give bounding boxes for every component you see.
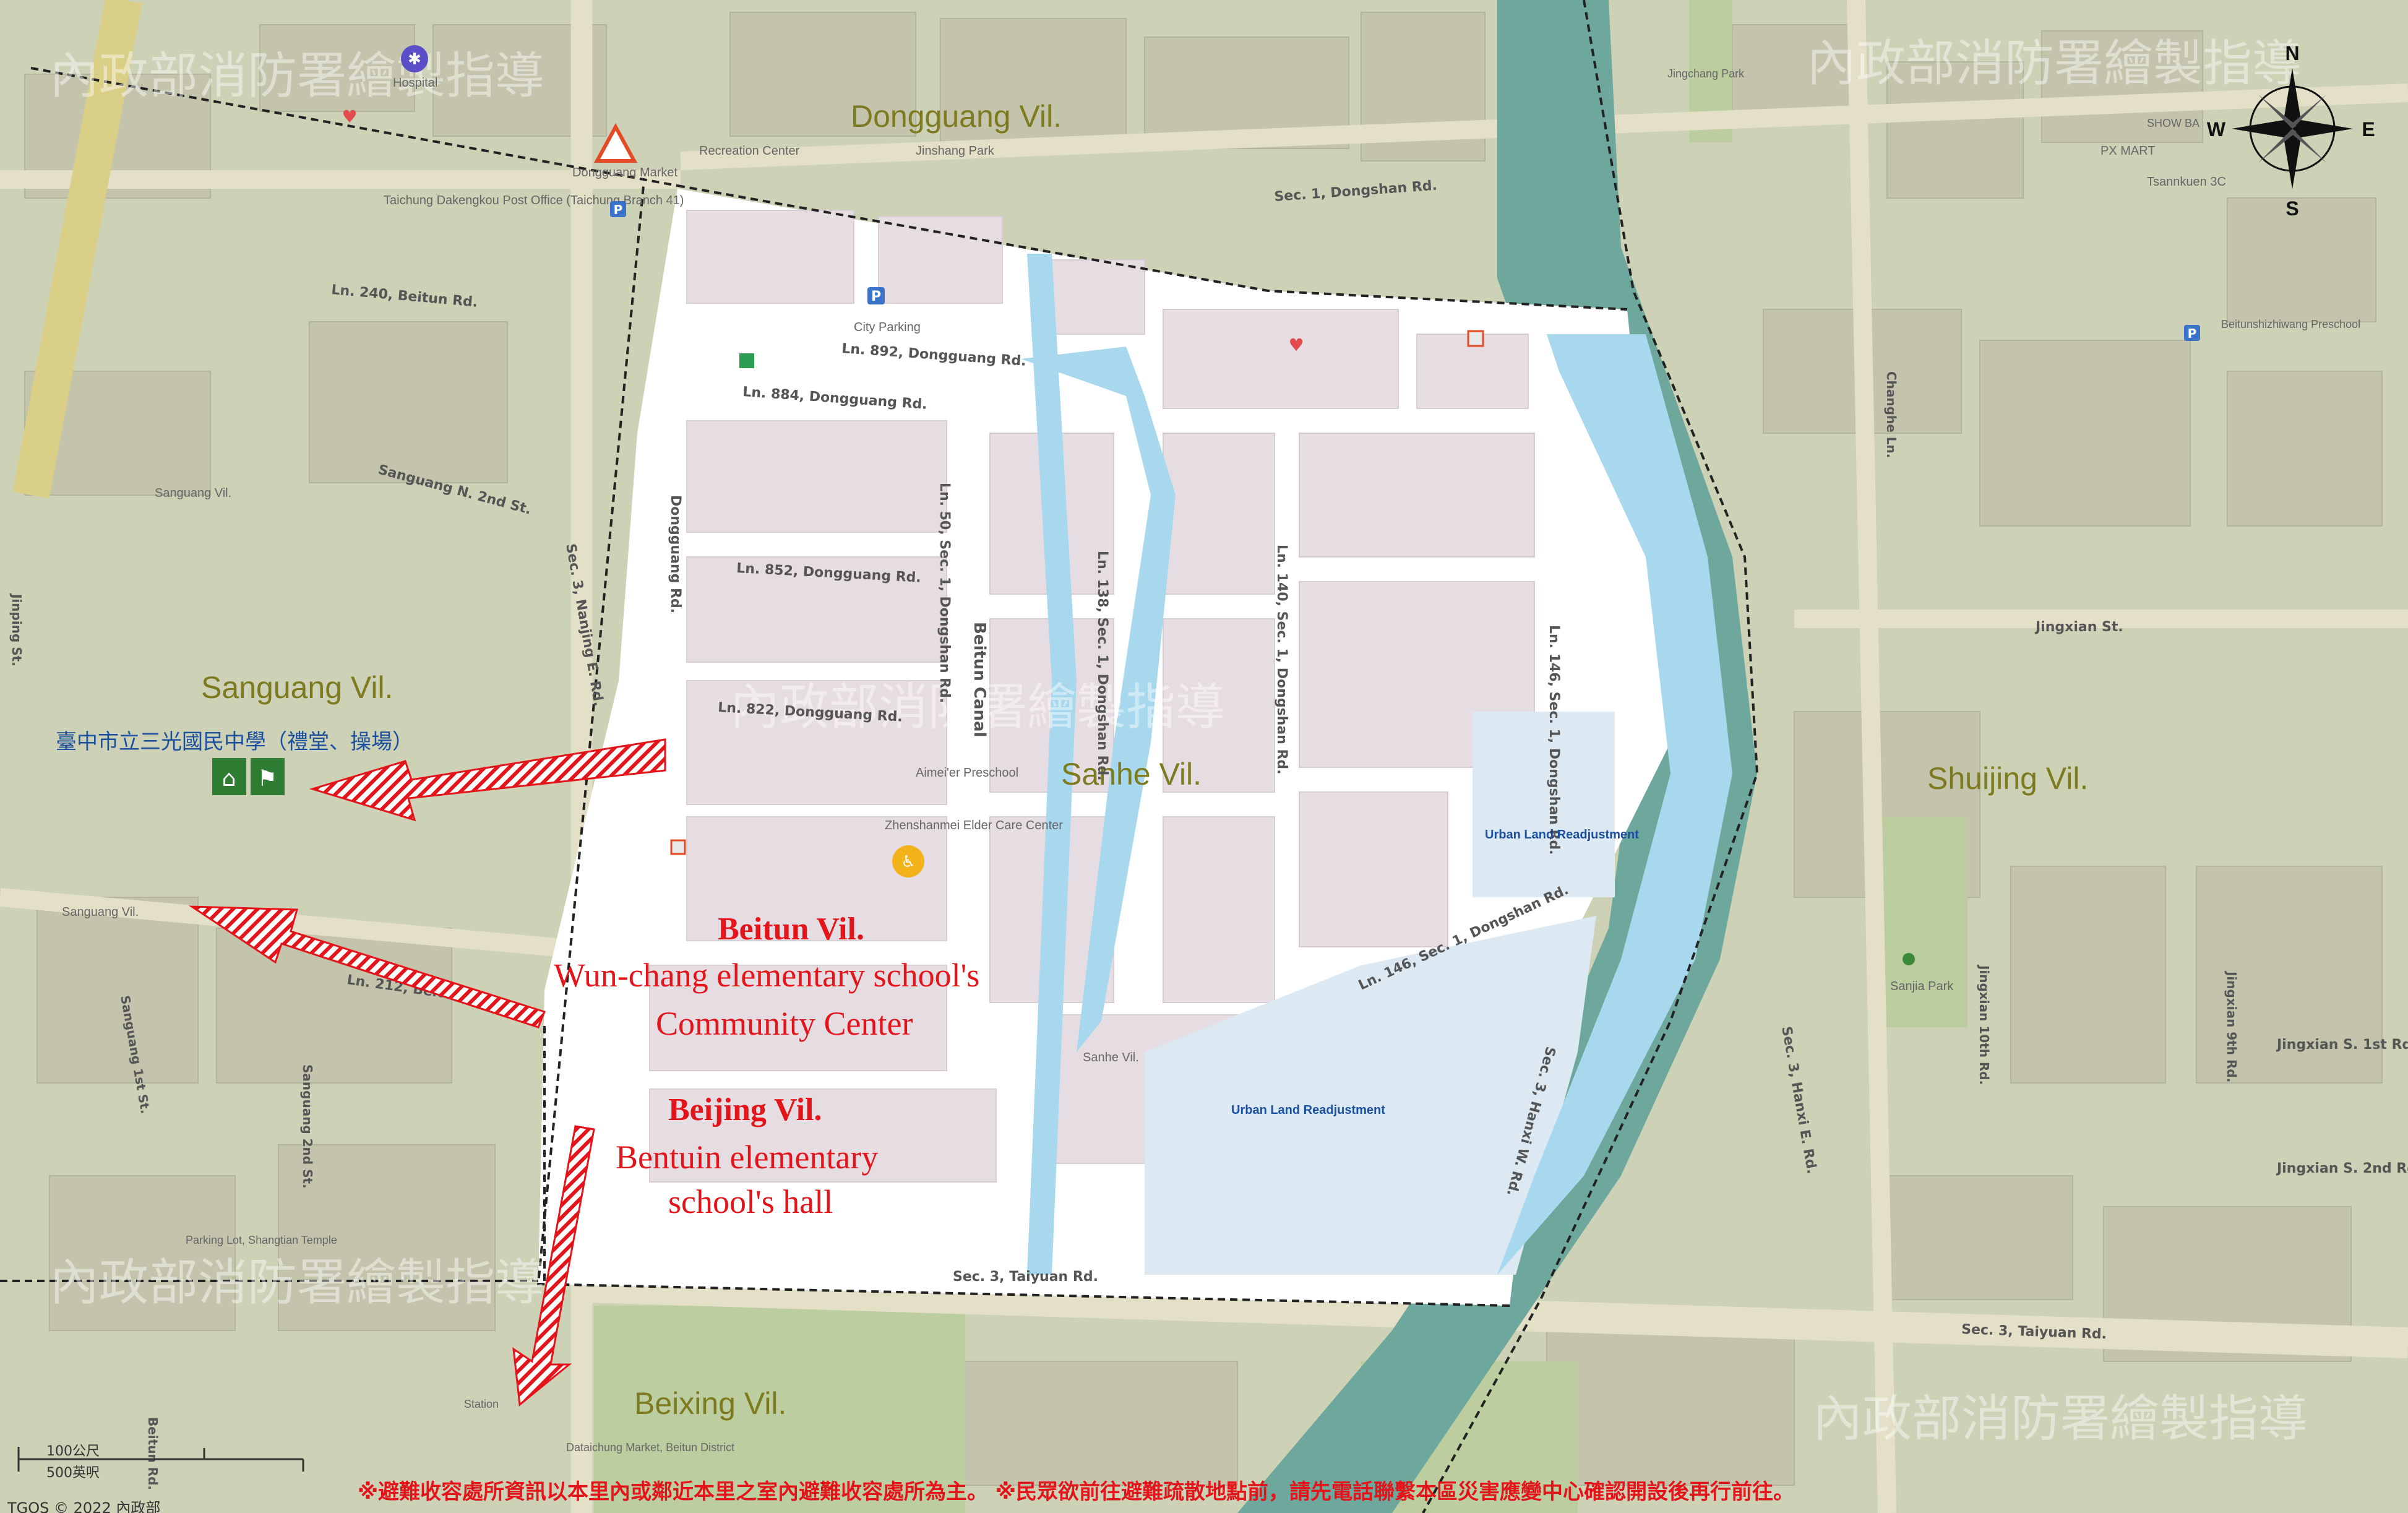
copyright: TGOS © 2022 內政部 xyxy=(7,1499,160,1513)
watermark-center: 內政部消防署繪製指導 xyxy=(730,678,1225,736)
parking-icon-east: P xyxy=(2184,325,2200,341)
village-label-sanguang-small-1: Sanguang Vil. xyxy=(155,486,231,500)
evacuation-arrow-sanguang-jhs xyxy=(309,738,666,822)
tree-icon xyxy=(1903,953,1915,965)
canal-label: Beitun Canal xyxy=(970,622,989,737)
poi-dataichung: Dataichung Market, Beitun District xyxy=(566,1441,734,1454)
svg-text:♥: ♥ xyxy=(1288,335,1304,355)
road-jingxian: Jingxian St. xyxy=(2034,619,2123,635)
shelter-beijing-vil: Beijing Vil. xyxy=(668,1092,822,1127)
compass-s: S xyxy=(2285,197,2298,220)
compass-e: E xyxy=(2362,118,2375,140)
poi-aimeier: Aimei'er Preschool xyxy=(916,766,1018,780)
village-label-sanhe-small: Sanhe Vil. xyxy=(1083,1051,1139,1064)
beitun-canal xyxy=(1027,254,1077,1275)
road-dongguang: Dongguang Rd. xyxy=(668,495,683,613)
compass-n: N xyxy=(2285,42,2299,64)
scale-imperial: 500英呎 xyxy=(46,1465,100,1481)
shelter-beitun-vil: Beitun Vil. xyxy=(718,912,864,947)
scale-bar: 100公尺 500英呎 xyxy=(17,1444,304,1481)
poi-showba: SHOW BA xyxy=(2147,117,2199,129)
evacuation-arrow-beixing xyxy=(512,1125,595,1407)
road-ln146-vertical: Ln. 146, Sec. 1, Dongshan Rd. xyxy=(1546,625,1562,855)
poi-tsannkuen: Tsannkuen 3C xyxy=(2147,175,2226,189)
compass-w: W xyxy=(2207,118,2226,140)
road-jingxian-s1: Jingxian S. 1st Rd. xyxy=(2276,1037,2408,1053)
road-jinping: Jinping St. xyxy=(9,593,24,666)
scale-metric: 100公尺 xyxy=(46,1444,100,1459)
poi-parking-shangtian: Parking Lot, Shangtian Temple xyxy=(186,1234,337,1246)
road-ln140: Ln. 140, Sec. 1, Dongshan Rd. xyxy=(1274,545,1289,775)
poi-post-office: Taichung Dakengkou Post Office (Taichung… xyxy=(384,194,684,207)
road-jingxian-s2: Jingxian S. 2nd Rd. xyxy=(2276,1161,2408,1176)
convenience-store-icon-west xyxy=(670,839,686,855)
svg-text:⚑: ⚑ xyxy=(257,766,277,791)
shelter-hall: school's hall xyxy=(668,1183,833,1220)
village-boundary xyxy=(536,184,1628,1307)
village-label-beixing: Beixing Vil. xyxy=(634,1386,786,1421)
hospital-icon: ✱ xyxy=(401,45,428,72)
poi-urban-2: Urban Land Readjustment xyxy=(1231,1103,1385,1117)
village-label-sanguang-small-2: Sanguang Vil. xyxy=(62,905,139,919)
village-label-dongguang: Dongguang Vil. xyxy=(851,99,1062,134)
shelter-school-icons: ⌂ ⚑ xyxy=(212,758,285,795)
svg-text:⌂: ⌂ xyxy=(222,766,236,791)
river-channel xyxy=(1497,334,1732,1275)
shelter-wunchang: Wun-chang elementary school's xyxy=(554,957,979,994)
village-label-sanhe: Sanhe Vil. xyxy=(1061,757,1202,791)
parking-icon-post: P xyxy=(610,201,626,217)
evacuation-arrow-sanguang-vil xyxy=(188,905,546,1028)
watermark-bottom-left: 內政部消防署繪製指導 xyxy=(49,1254,544,1311)
poi-city-parking: City Parking xyxy=(854,321,921,334)
shelter-bentuin: Bentuin elementary xyxy=(616,1139,878,1176)
shelter-sanguang-jhs: 臺中市立三光國民中學（禮堂、操場） xyxy=(56,730,413,754)
beitun-canal-branch xyxy=(1021,347,1176,1052)
poi-zhenshanmei: Zhenshanmei Elder Care Center xyxy=(885,819,1063,832)
warning-icon xyxy=(593,123,638,163)
svg-text:P: P xyxy=(871,289,881,304)
svg-text:♥: ♥ xyxy=(342,106,357,127)
readjustment-zones xyxy=(1145,712,1615,1275)
village-label-shuijing: Shuijing Vil. xyxy=(1927,761,2088,796)
poi-jingchang-park: Jingchang Park xyxy=(1667,67,1745,80)
poi-dongguang-market: Dongguang Market xyxy=(572,166,678,179)
heart-icon: ♥ xyxy=(1288,335,1304,355)
road-changhe: Changhe Ln. xyxy=(1884,371,1899,458)
svg-text:✱: ✱ xyxy=(408,50,421,69)
watermark-top-left: 內政部消防署繪製指導 xyxy=(49,47,544,105)
svg-text:P: P xyxy=(614,202,623,217)
poi-urban-1: Urban Land Readjustment xyxy=(1485,828,1639,842)
compass-rose: N S E W xyxy=(2207,42,2375,220)
road-ln50: Ln. 50, Sec. 1, Dongshan Rd. xyxy=(937,483,952,703)
poi-recreation: Recreation Center xyxy=(699,144,800,158)
district-boundary xyxy=(0,0,1759,1513)
heart-icon-west: ♥ xyxy=(342,106,357,127)
village-blocks xyxy=(649,210,1535,1183)
road-ln138: Ln. 138, Sec. 1, Dongshan Rd. xyxy=(1094,551,1110,781)
svg-text:P: P xyxy=(2188,326,2197,341)
watermark-top-right: 內政部消防署繪製指導 xyxy=(1807,35,2302,92)
poi-hospital: Hospital xyxy=(393,76,437,90)
poi-jinshang-park: Jinshang Park xyxy=(916,144,995,158)
watermark-bottom-right: 內政部消防署繪製指導 xyxy=(1813,1390,2308,1447)
road-jingxian10: Jingxian 10th Rd. xyxy=(1977,964,1992,1085)
village-label-sanguang: Sanguang Vil. xyxy=(201,670,393,705)
road-taiyuan-sec3: Sec. 3, Taiyuan Rd. xyxy=(953,1269,1098,1285)
elder-care-icon: ♿ xyxy=(892,845,924,877)
footer-note: ※避難收容處所資訊以本里內或鄰近本里之室內避難收容處所為主。 ※民眾欲前往避難疏… xyxy=(358,1480,1794,1504)
road-sanguang-2nd: Sanguang 2nd St. xyxy=(300,1064,315,1189)
road-jingxian9: Jingxian 9th Rd. xyxy=(2224,970,2239,1082)
svg-text:♿: ♿ xyxy=(901,853,915,871)
poi-sanjia-park: Sanjia Park xyxy=(1890,980,1954,993)
shelter-community: Community Center xyxy=(656,1005,913,1042)
parking-icon: P xyxy=(867,287,885,304)
store-icon xyxy=(739,353,754,368)
poi-station: Station xyxy=(464,1398,499,1410)
poi-beitunshizhiwang: Beitunshizhiwang Preschool xyxy=(2221,318,2360,330)
poi-pxmart: PX MART xyxy=(2101,144,2156,158)
convenience-store-icon xyxy=(1467,330,1484,347)
road-beitun: Beitun Rd. xyxy=(145,1417,160,1490)
